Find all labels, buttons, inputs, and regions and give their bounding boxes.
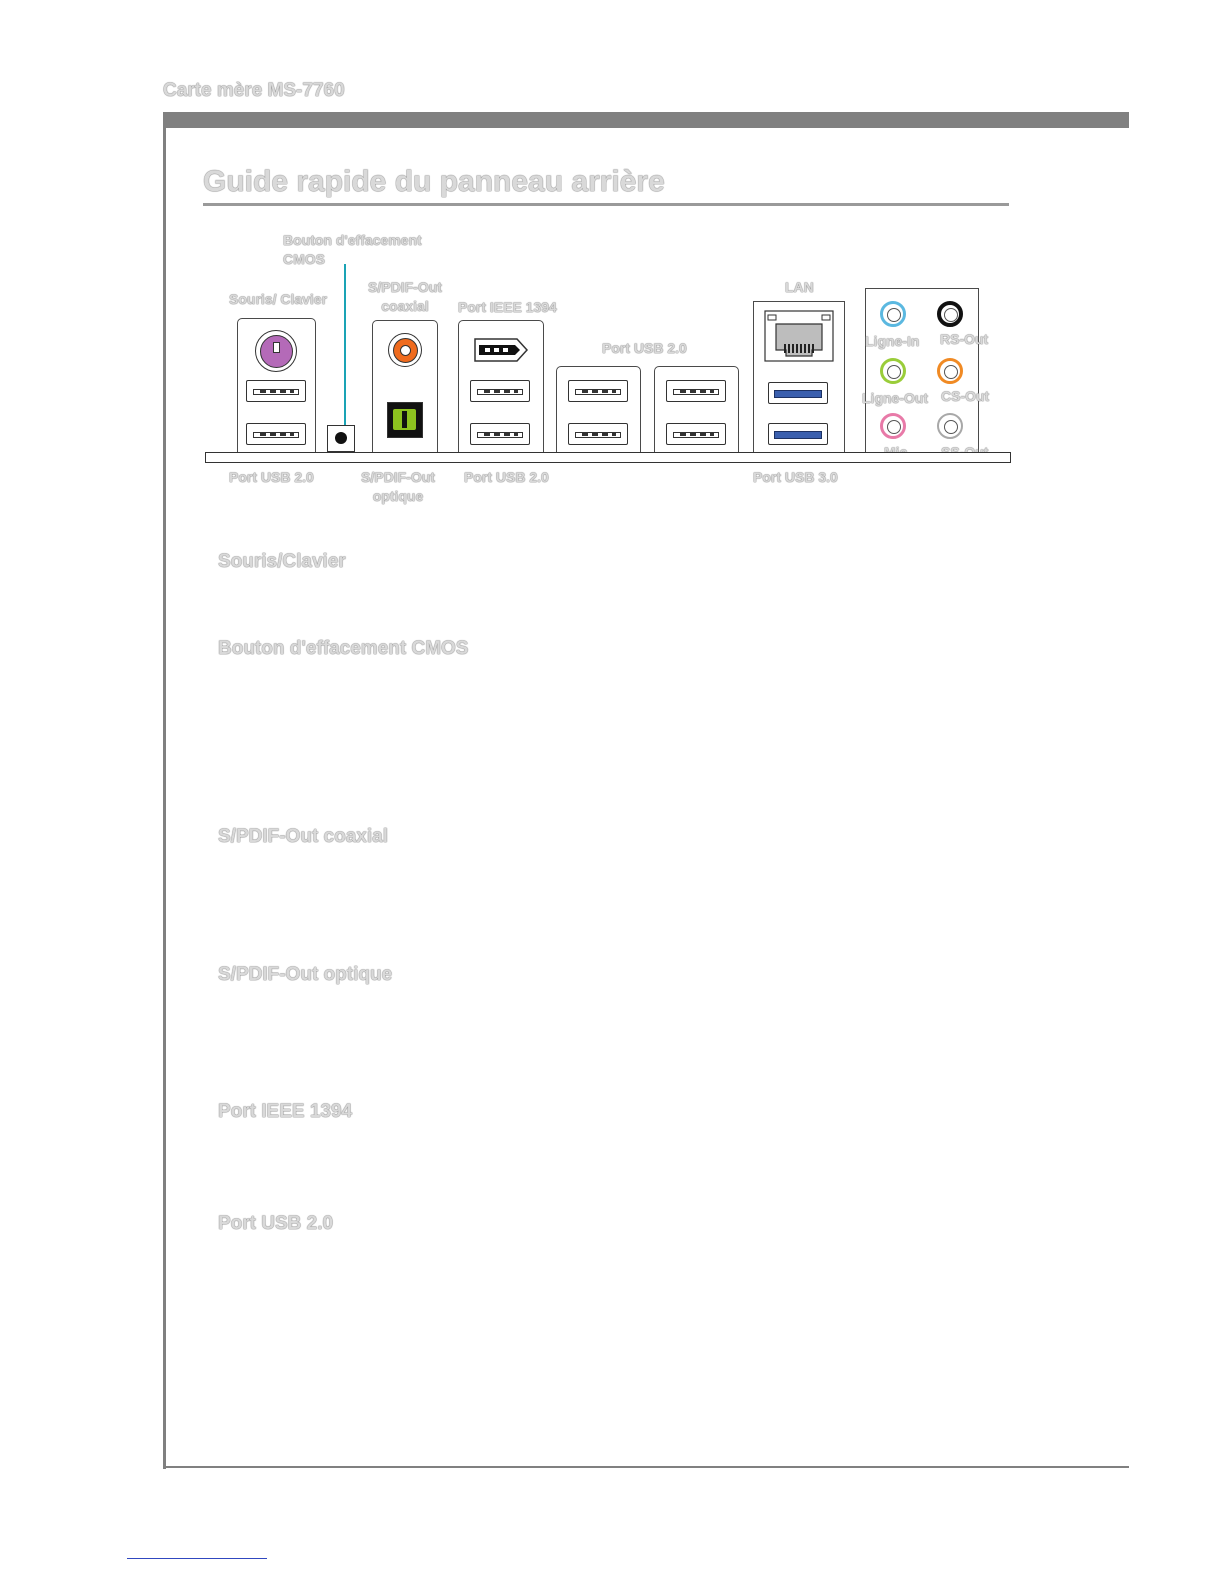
section-heading-mouse-keyboard: Souris/Clavier bbox=[218, 551, 346, 572]
usb20-port-icon bbox=[666, 380, 726, 402]
cs-out-jack-icon bbox=[937, 358, 963, 384]
label-usb20-bottom-left: Port USB 2.0 bbox=[229, 469, 314, 485]
back-panel-diagram: Bouton d'effacement CMOS Souris/ Clavier… bbox=[0, 0, 1224, 520]
io-panel-edge bbox=[205, 452, 1011, 463]
usb20-port-icon bbox=[666, 423, 726, 445]
usb20-port-icon bbox=[246, 423, 306, 445]
cmos-clear-button-icon bbox=[327, 425, 355, 452]
ps2-port-icon bbox=[255, 330, 297, 372]
usb20-port-icon bbox=[568, 380, 628, 402]
running-header: Carte mère MS-7760 bbox=[163, 80, 345, 101]
label-rs-out: RS-Out bbox=[940, 331, 989, 347]
label-usb30-bottom: Port USB 3.0 bbox=[753, 469, 838, 485]
label-cs-out: CS-Out bbox=[941, 388, 990, 404]
section-heading-usb20: Port USB 2.0 bbox=[218, 1213, 334, 1234]
usb30-port-icon bbox=[768, 382, 828, 404]
ss-out-jack-icon bbox=[937, 413, 963, 439]
label-usb20-top: Port USB 2.0 bbox=[602, 340, 687, 356]
label-spdif-coaxial: S/PDIF-Out coaxial bbox=[368, 279, 442, 314]
label-cmos-button: Bouton d'effacement CMOS bbox=[283, 232, 422, 267]
page-title: Guide rapide du panneau arrière bbox=[203, 165, 665, 198]
header-bar bbox=[163, 112, 1129, 128]
label-line-in: Ligne-In bbox=[865, 333, 920, 349]
rs-out-jack-icon bbox=[937, 301, 963, 327]
usb20-port-icon bbox=[470, 380, 530, 402]
section-heading-spdif-coaxial: S/PDIF-Out coaxial bbox=[218, 826, 388, 847]
cmos-pointer-line bbox=[344, 264, 346, 428]
label-line-out: Ligne-Out bbox=[862, 390, 929, 406]
usb20-port-icon bbox=[568, 423, 628, 445]
title-underline bbox=[203, 203, 1009, 206]
line-in-jack-icon bbox=[880, 301, 906, 327]
section-heading-spdif-optical: S/PDIF-Out optique bbox=[218, 964, 393, 985]
label-spdif-optical: S/PDIF-Out optique bbox=[361, 469, 435, 504]
left-margin-rule bbox=[163, 112, 166, 1469]
section-heading-ieee1394: Port IEEE 1394 bbox=[218, 1101, 353, 1122]
lan-port-icon bbox=[764, 310, 834, 362]
label-lan: LAN bbox=[785, 279, 814, 295]
label-mouse-keyboard: Souris/ Clavier bbox=[229, 291, 328, 307]
usb20-port-icon bbox=[246, 380, 306, 402]
mic-jack-icon bbox=[880, 413, 906, 439]
footer-rule bbox=[127, 1558, 267, 1559]
section-heading-cmos-button: Bouton d'effacement CMOS bbox=[218, 638, 469, 659]
bottom-rule bbox=[163, 1466, 1129, 1468]
usb20-port-icon bbox=[470, 423, 530, 445]
label-usb20-bottom-mid: Port USB 2.0 bbox=[464, 469, 549, 485]
line-out-jack-icon bbox=[880, 358, 906, 384]
coaxial-port-icon bbox=[388, 333, 422, 367]
usb30-port-icon bbox=[768, 423, 828, 445]
optical-port-icon bbox=[387, 402, 423, 438]
label-ieee1394: Port IEEE 1394 bbox=[458, 299, 557, 315]
firewire-port-icon bbox=[473, 337, 529, 363]
